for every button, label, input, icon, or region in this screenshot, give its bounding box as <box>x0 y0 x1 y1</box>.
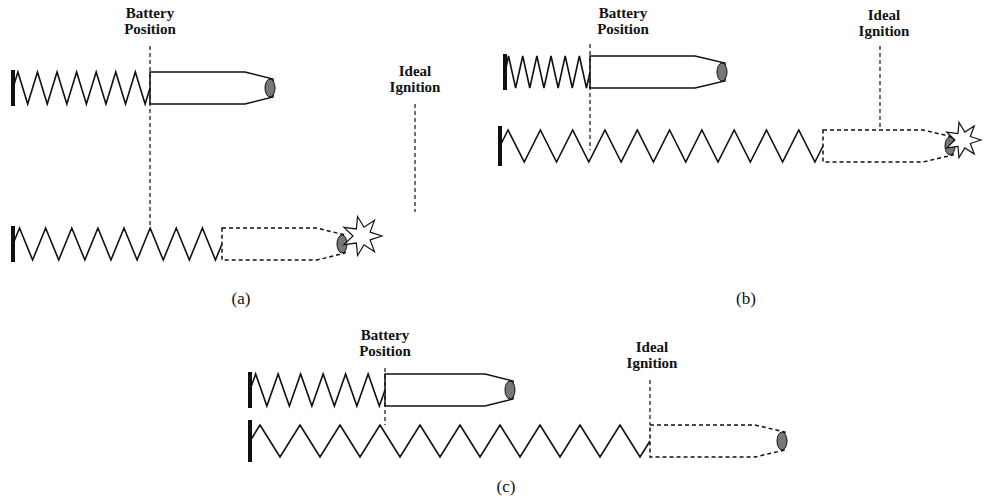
reference-line <box>879 46 880 128</box>
panel-label: (b) <box>726 290 766 308</box>
callout-label: Ideal Ignition <box>617 340 687 372</box>
cartridge <box>823 130 953 162</box>
cartridge <box>222 228 345 260</box>
callout-label: Battery Position <box>110 6 190 38</box>
primer <box>265 79 275 97</box>
cartridge <box>150 72 273 104</box>
primer <box>717 63 727 81</box>
reference-line <box>414 104 415 212</box>
reference-line <box>149 46 150 226</box>
reference-line <box>649 380 650 425</box>
ignition-spark <box>947 122 981 157</box>
callout-label: Ideal Ignition <box>380 64 450 96</box>
spring <box>13 228 222 260</box>
spring <box>500 130 823 162</box>
callout-label: Battery Position <box>345 328 425 360</box>
reference-line <box>384 368 385 425</box>
callout-label: Battery Position <box>583 6 663 38</box>
spring <box>505 56 590 88</box>
panel-label: (c) <box>486 478 526 496</box>
ignition-spark <box>344 217 382 256</box>
spring <box>250 425 650 457</box>
spring <box>13 72 150 104</box>
panel-label: (a) <box>221 290 261 308</box>
reference-line <box>589 44 590 150</box>
cartridge <box>590 56 725 88</box>
primer <box>505 381 515 399</box>
cartridge <box>650 425 785 457</box>
callout-label: Ideal Ignition <box>849 8 919 40</box>
spring <box>250 374 385 406</box>
cartridge <box>385 374 513 406</box>
primer <box>777 432 787 450</box>
